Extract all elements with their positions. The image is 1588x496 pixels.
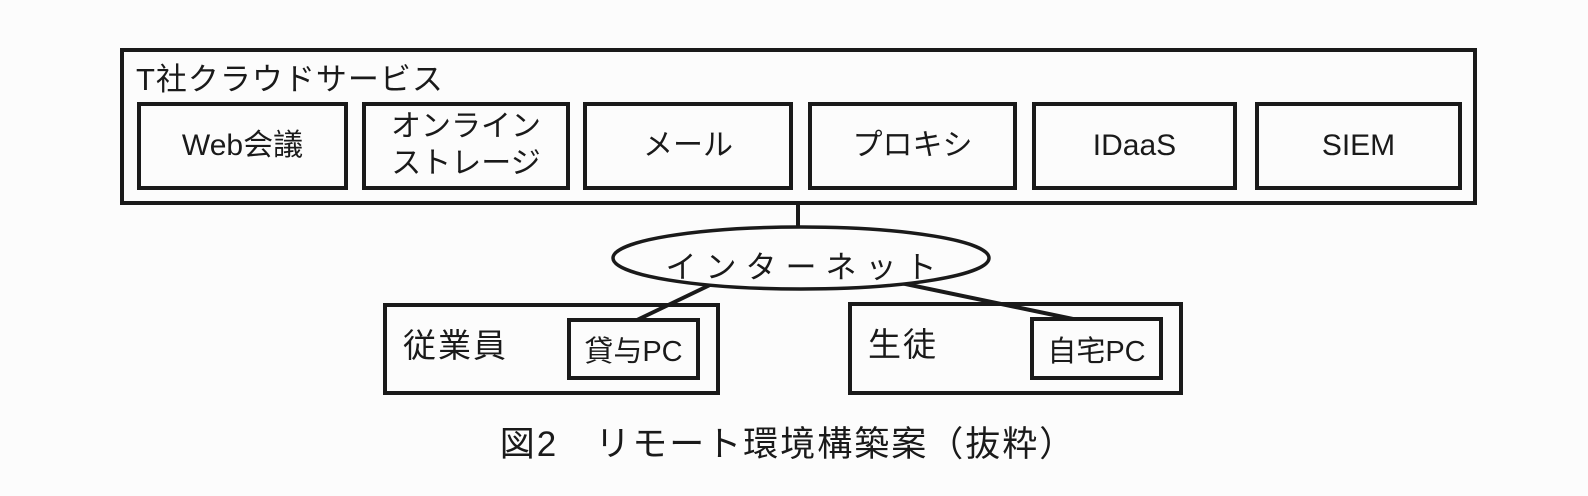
- service-label: メール: [643, 128, 733, 162]
- service-label: SIEM: [1321, 128, 1396, 162]
- cloud-services-box: T社クラウドサービス Web会議 オンライン ストレージ メール プロキシ ID…: [120, 48, 1477, 205]
- loaned-pc-box: 貸与PC: [567, 318, 700, 380]
- cloud-services-title: T社クラウドサービス: [136, 62, 444, 97]
- service-label: IDaaS: [1092, 128, 1177, 162]
- student-label: 生徒: [868, 326, 938, 363]
- home-pc-label: 自宅PC: [1047, 335, 1146, 368]
- employee-box: 従業員 貸与PC: [383, 303, 720, 395]
- service-label-line2: ストレージ: [391, 147, 541, 180]
- loaned-pc-label: 貸与PC: [584, 336, 683, 368]
- service-box-siem: SIEM: [1255, 102, 1462, 190]
- service-label-line1: オンライン: [391, 110, 541, 144]
- home-pc-box: 自宅PC: [1030, 317, 1163, 380]
- internet-label: インターネット: [665, 250, 946, 285]
- service-box-web-meeting: Web会議: [137, 102, 348, 190]
- internet-ellipse: [611, 225, 991, 291]
- figure-caption: 図2 リモート環境構築案（抜粋）: [499, 425, 1077, 464]
- service-box-mail: メール: [583, 102, 793, 190]
- student-box: 生徒 自宅PC: [848, 302, 1183, 395]
- service-box-online-storage: オンライン ストレージ: [362, 102, 570, 190]
- service-box-proxy: プロキシ: [808, 102, 1017, 190]
- service-box-idaas: IDaaS: [1032, 102, 1237, 190]
- service-label: プロキシ: [852, 128, 973, 162]
- service-label: Web会議: [181, 128, 304, 162]
- employee-label: 従業員: [403, 327, 508, 364]
